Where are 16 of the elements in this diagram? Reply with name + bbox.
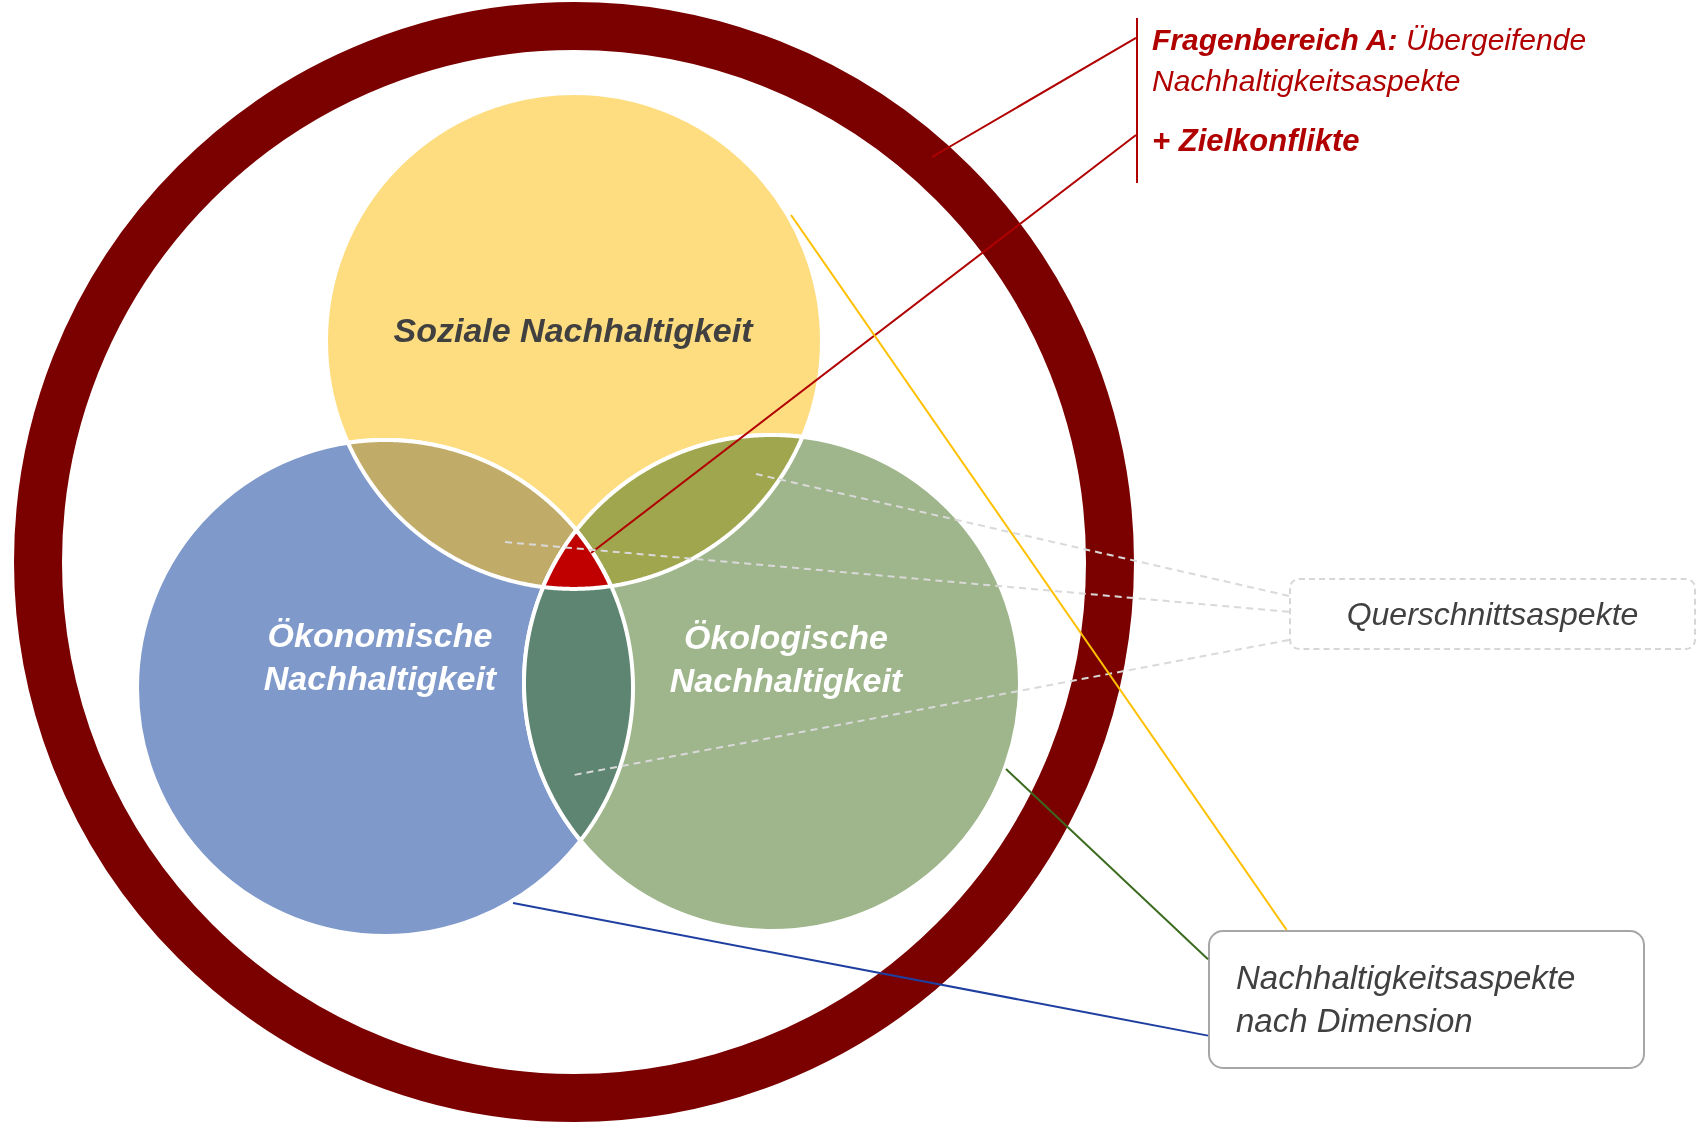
callout-text: Fragenbereich A: Übergeifende Nachhaltigkeitsaspekte	[1152, 22, 1588, 99]
leader-line	[590, 134, 1137, 554]
leader-line	[790, 214, 1288, 931]
leader-line	[512, 902, 1209, 1037]
callout-text: Nachhaltigkeitsaspekte nach Dimension	[1236, 957, 1577, 1041]
callout-box	[1289, 578, 1696, 650]
circle-label: Ökonomische Nachhaltigkeit	[262, 614, 498, 699]
circle-label: Soziale Nachhaltigkeit	[392, 309, 755, 351]
callout-text: + Zielkonflikte	[1152, 123, 1361, 159]
leader-line	[931, 36, 1137, 158]
callout-text: Querschnittsaspekte	[1346, 595, 1639, 633]
leader-line	[573, 638, 1290, 776]
leader-line	[755, 473, 1290, 597]
circle-label: Ökologische Nachhaltigkeit	[668, 616, 904, 701]
callout-box	[1208, 930, 1645, 1069]
leader-line	[1005, 768, 1209, 961]
